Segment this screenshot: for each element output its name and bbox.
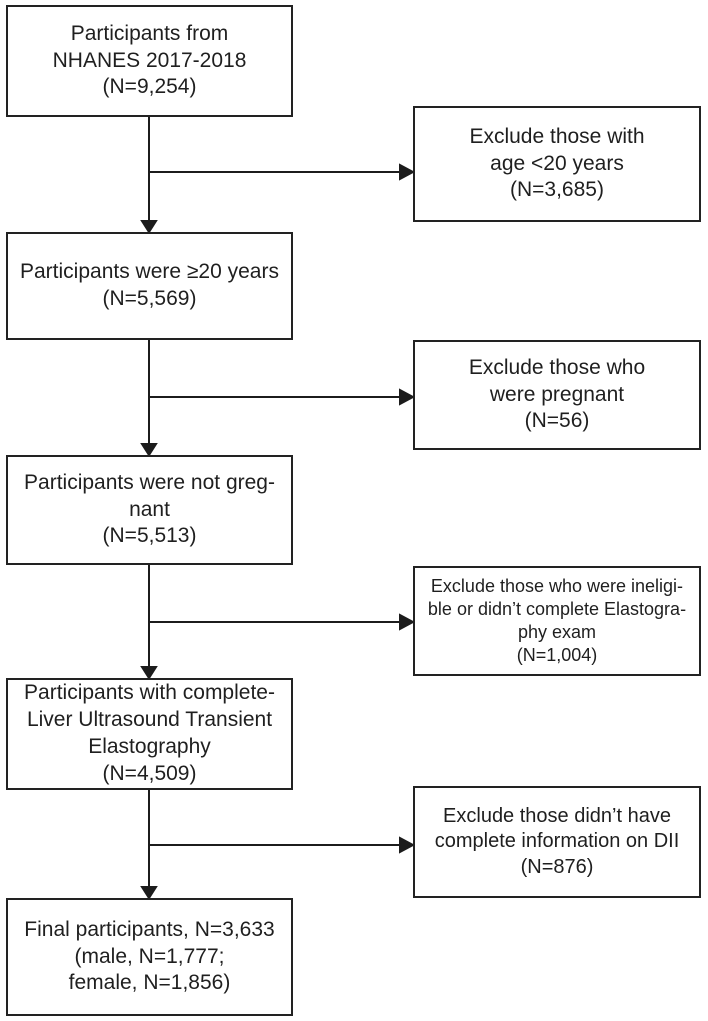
arrowhead-down-4-icon <box>140 886 158 900</box>
arrowhead-down-2-icon <box>140 443 158 457</box>
flow-box-nhanes-participants-text: Participants from NHANES 2017-2018 (N=9,… <box>52 21 247 99</box>
flow-box-nhanes-participants: Participants from NHANES 2017-2018 (N=9,… <box>6 5 293 117</box>
exclusion-box-pregnant: Exclude those who were pregnant (N=56) <box>413 340 701 450</box>
flow-box-final-participants-text: Final participants, N=3,633 (male, N=1,7… <box>24 917 275 995</box>
arrowhead-right-2-icon <box>399 388 416 406</box>
arrowhead-right-1-icon <box>399 163 416 181</box>
exclusion-box-age-text: Exclude those with age <20 years (N=3,68… <box>469 124 645 202</box>
flow-box-age-ge-20-text: Participants were ≥20 years (N=5,569) <box>20 260 279 310</box>
flow-box-complete-elastography-text: Participants with complete- Liver Ultras… <box>24 681 275 785</box>
arrowhead-right-3-icon <box>399 613 416 631</box>
arrowhead-down-3-icon <box>140 666 158 680</box>
exclusion-box-age: Exclude those with age <20 years (N=3,68… <box>413 106 701 222</box>
exclusion-box-dii-text: Exclude those didn’t have complete infor… <box>434 804 680 878</box>
exclusion-box-pregnant-text: Exclude those who were pregnant (N=56) <box>468 355 646 433</box>
flow-box-complete-elastography: Participants with complete- Liver Ultras… <box>6 678 293 790</box>
flow-box-final-participants: Final participants, N=3,633 (male, N=1,7… <box>6 898 293 1016</box>
exclusion-box-elastography-text: Exclude those who were ineligi- ble or d… <box>427 575 687 666</box>
arrowhead-down-1-icon <box>140 220 158 234</box>
flow-box-not-pregnant: Participants were not greg- nant (N=5,51… <box>6 455 293 565</box>
flow-box-age-ge-20: Participants were ≥20 years (N=5,569) <box>6 232 293 340</box>
exclusion-box-dii: Exclude those didn’t have complete infor… <box>413 786 701 898</box>
exclusion-box-elastography: Exclude those who were ineligi- ble or d… <box>413 566 701 676</box>
arrowhead-right-4-icon <box>399 836 416 854</box>
flow-box-not-pregnant-text: Participants were not greg- nant (N=5,51… <box>24 470 275 548</box>
